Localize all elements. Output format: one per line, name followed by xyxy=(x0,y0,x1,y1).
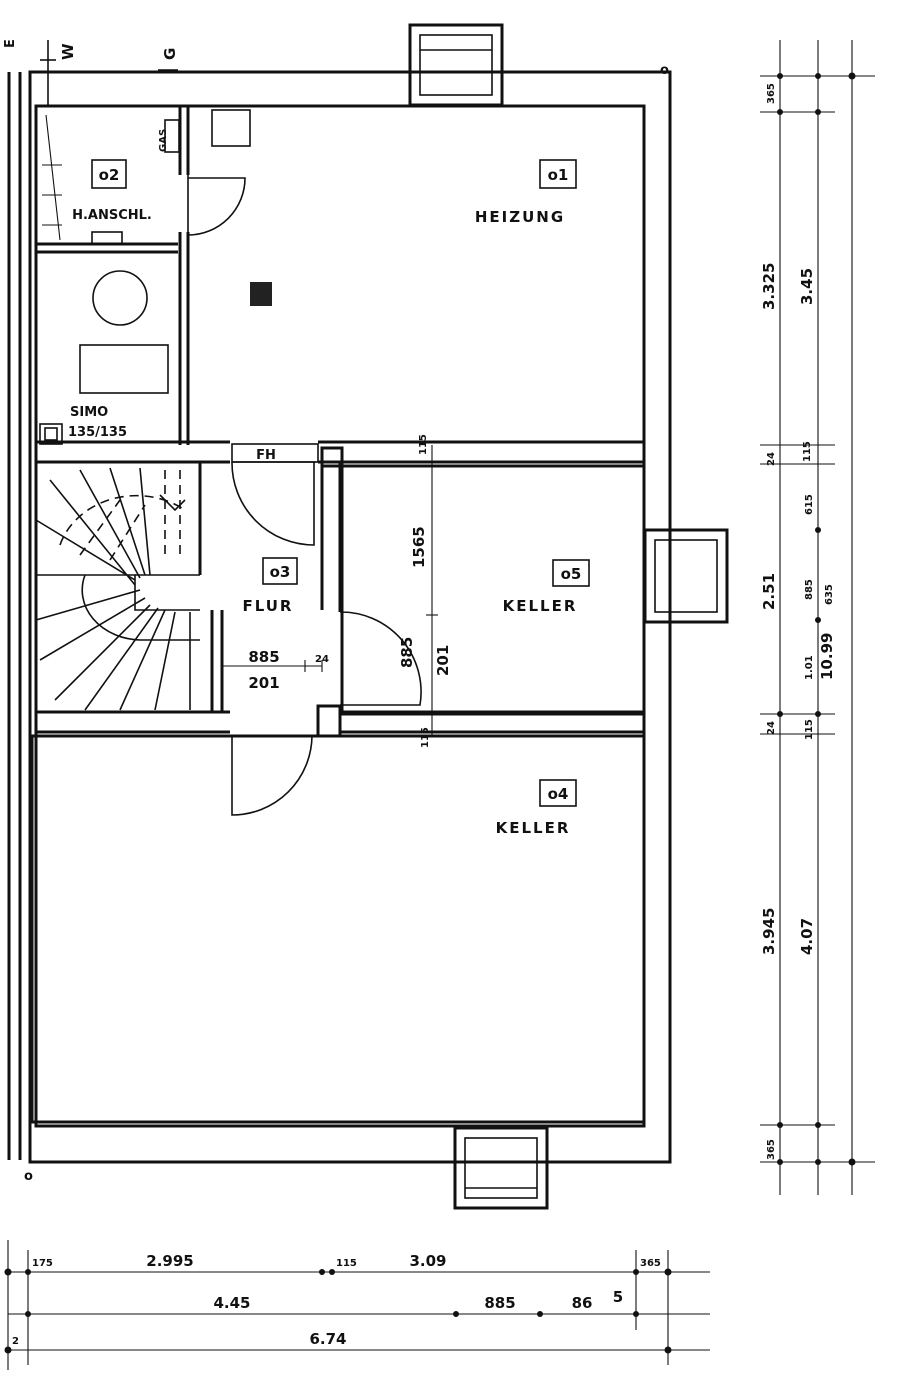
room-heizung: o1 HEIZUNG xyxy=(475,159,577,226)
gas-label: GAS xyxy=(158,129,169,152)
simo-box xyxy=(39,423,63,445)
flur-dims: 885 201 24 xyxy=(221,648,329,692)
neighbor-wall xyxy=(7,72,22,1160)
right-dimension-chain: 365 3.325 24 2.51 24 3.945 365 3.45 115 … xyxy=(760,40,875,1195)
fixtures xyxy=(39,109,272,445)
g-label: G xyxy=(161,46,179,60)
keller5-dims: 1565 885 201 115 115 xyxy=(398,434,452,748)
bottom-dimension-chain: 175 2.995 115 3.09 365 4.45 885 86 5 2 6… xyxy=(4,1240,710,1370)
room-code: o2 xyxy=(99,166,120,184)
dimension-label: 635 xyxy=(824,584,835,605)
dimension-label: 24 xyxy=(766,452,777,466)
window-top xyxy=(408,23,504,107)
boiler-circle xyxy=(92,270,148,326)
door-keller5 xyxy=(339,611,422,706)
dimension-label: 1.01 xyxy=(804,655,815,680)
dimension-label: 24 xyxy=(766,721,777,735)
room-flur: o3 FLUR xyxy=(242,557,298,615)
staircase xyxy=(35,467,200,711)
room-name: KELLER xyxy=(496,819,571,837)
dim-flur-total: 201 xyxy=(248,674,279,692)
dim-flur-width: 885 xyxy=(248,648,279,666)
dimension-label: 4.07 xyxy=(798,918,816,955)
dimension-label: 86 xyxy=(572,1294,593,1312)
dim-door-total: 201 xyxy=(434,645,452,676)
dimension-label: 3.325 xyxy=(760,263,778,310)
room-code: o1 xyxy=(548,166,569,184)
dimension-label: 175 xyxy=(32,1258,53,1269)
dimension-label: 10.99 xyxy=(818,633,836,680)
dimension-label: 885 xyxy=(484,1294,515,1312)
tank-rect xyxy=(79,344,169,394)
dimension-label: 115 xyxy=(802,441,813,462)
dimension-label: 365 xyxy=(640,1258,661,1269)
room-code: o5 xyxy=(561,565,582,583)
dimension-label: 365 xyxy=(766,1139,777,1160)
window-bottom xyxy=(453,1126,549,1210)
outer-walls xyxy=(28,70,672,1164)
chimney-icon xyxy=(250,282,272,306)
room-code: o3 xyxy=(270,563,291,581)
gas-meter-icon xyxy=(164,119,180,153)
room-name: FLUR xyxy=(242,597,293,615)
dimension-label: 2.995 xyxy=(146,1252,193,1270)
w-label: W xyxy=(59,41,77,60)
room-code: o4 xyxy=(548,785,569,803)
dimension-label: 5 xyxy=(613,1288,623,1306)
room-hanschl: o2 H.ANSCHL. xyxy=(72,159,152,223)
dimension-label: 2.51 xyxy=(760,573,778,610)
window-right xyxy=(643,528,729,624)
dimension-label: 3.45 xyxy=(798,268,816,305)
room-keller5: o5 KELLER xyxy=(503,559,590,615)
corner-o-top: o xyxy=(660,63,669,78)
dim-wall-24: 24 xyxy=(315,654,329,665)
dimension-label: 3.945 xyxy=(760,908,778,955)
dimension-label: 2 xyxy=(12,1336,19,1347)
dimension-label: 115 xyxy=(336,1258,357,1269)
room-name: KELLER xyxy=(503,597,578,615)
door-keller4 xyxy=(231,735,313,816)
sink-icon xyxy=(211,109,251,147)
door-flur-top xyxy=(231,461,316,546)
dim-top-wall: 115 xyxy=(418,434,429,455)
dimension-label: 4.45 xyxy=(213,1294,250,1312)
dimension-label: 3.09 xyxy=(409,1252,446,1270)
meter-icon xyxy=(91,231,123,245)
room-name: HEIZUNG xyxy=(475,208,565,226)
dimension-label: 615 xyxy=(804,494,815,515)
corner-o-bottom: o xyxy=(24,1169,33,1184)
dim-keller5-height: 1565 xyxy=(410,526,428,568)
door-hanschl xyxy=(187,175,246,236)
dimension-label: 115 xyxy=(804,719,815,740)
e-label: E xyxy=(3,39,18,48)
fh-label: FH xyxy=(256,448,276,463)
room-keller4: o4 KELLER xyxy=(496,779,577,837)
dimension-label: 885 xyxy=(804,579,815,600)
simo-dim: 135/135 xyxy=(68,425,127,440)
interior-walls xyxy=(30,106,646,1124)
room-name: H.ANSCHL. xyxy=(72,208,152,223)
dim-door-width: 885 xyxy=(398,637,416,668)
dimension-label: 6.74 xyxy=(309,1330,346,1348)
dimension-label: 365 xyxy=(766,83,777,104)
simo-label: SIMO xyxy=(70,405,108,420)
dim-bottom-wall: 115 xyxy=(420,727,431,748)
